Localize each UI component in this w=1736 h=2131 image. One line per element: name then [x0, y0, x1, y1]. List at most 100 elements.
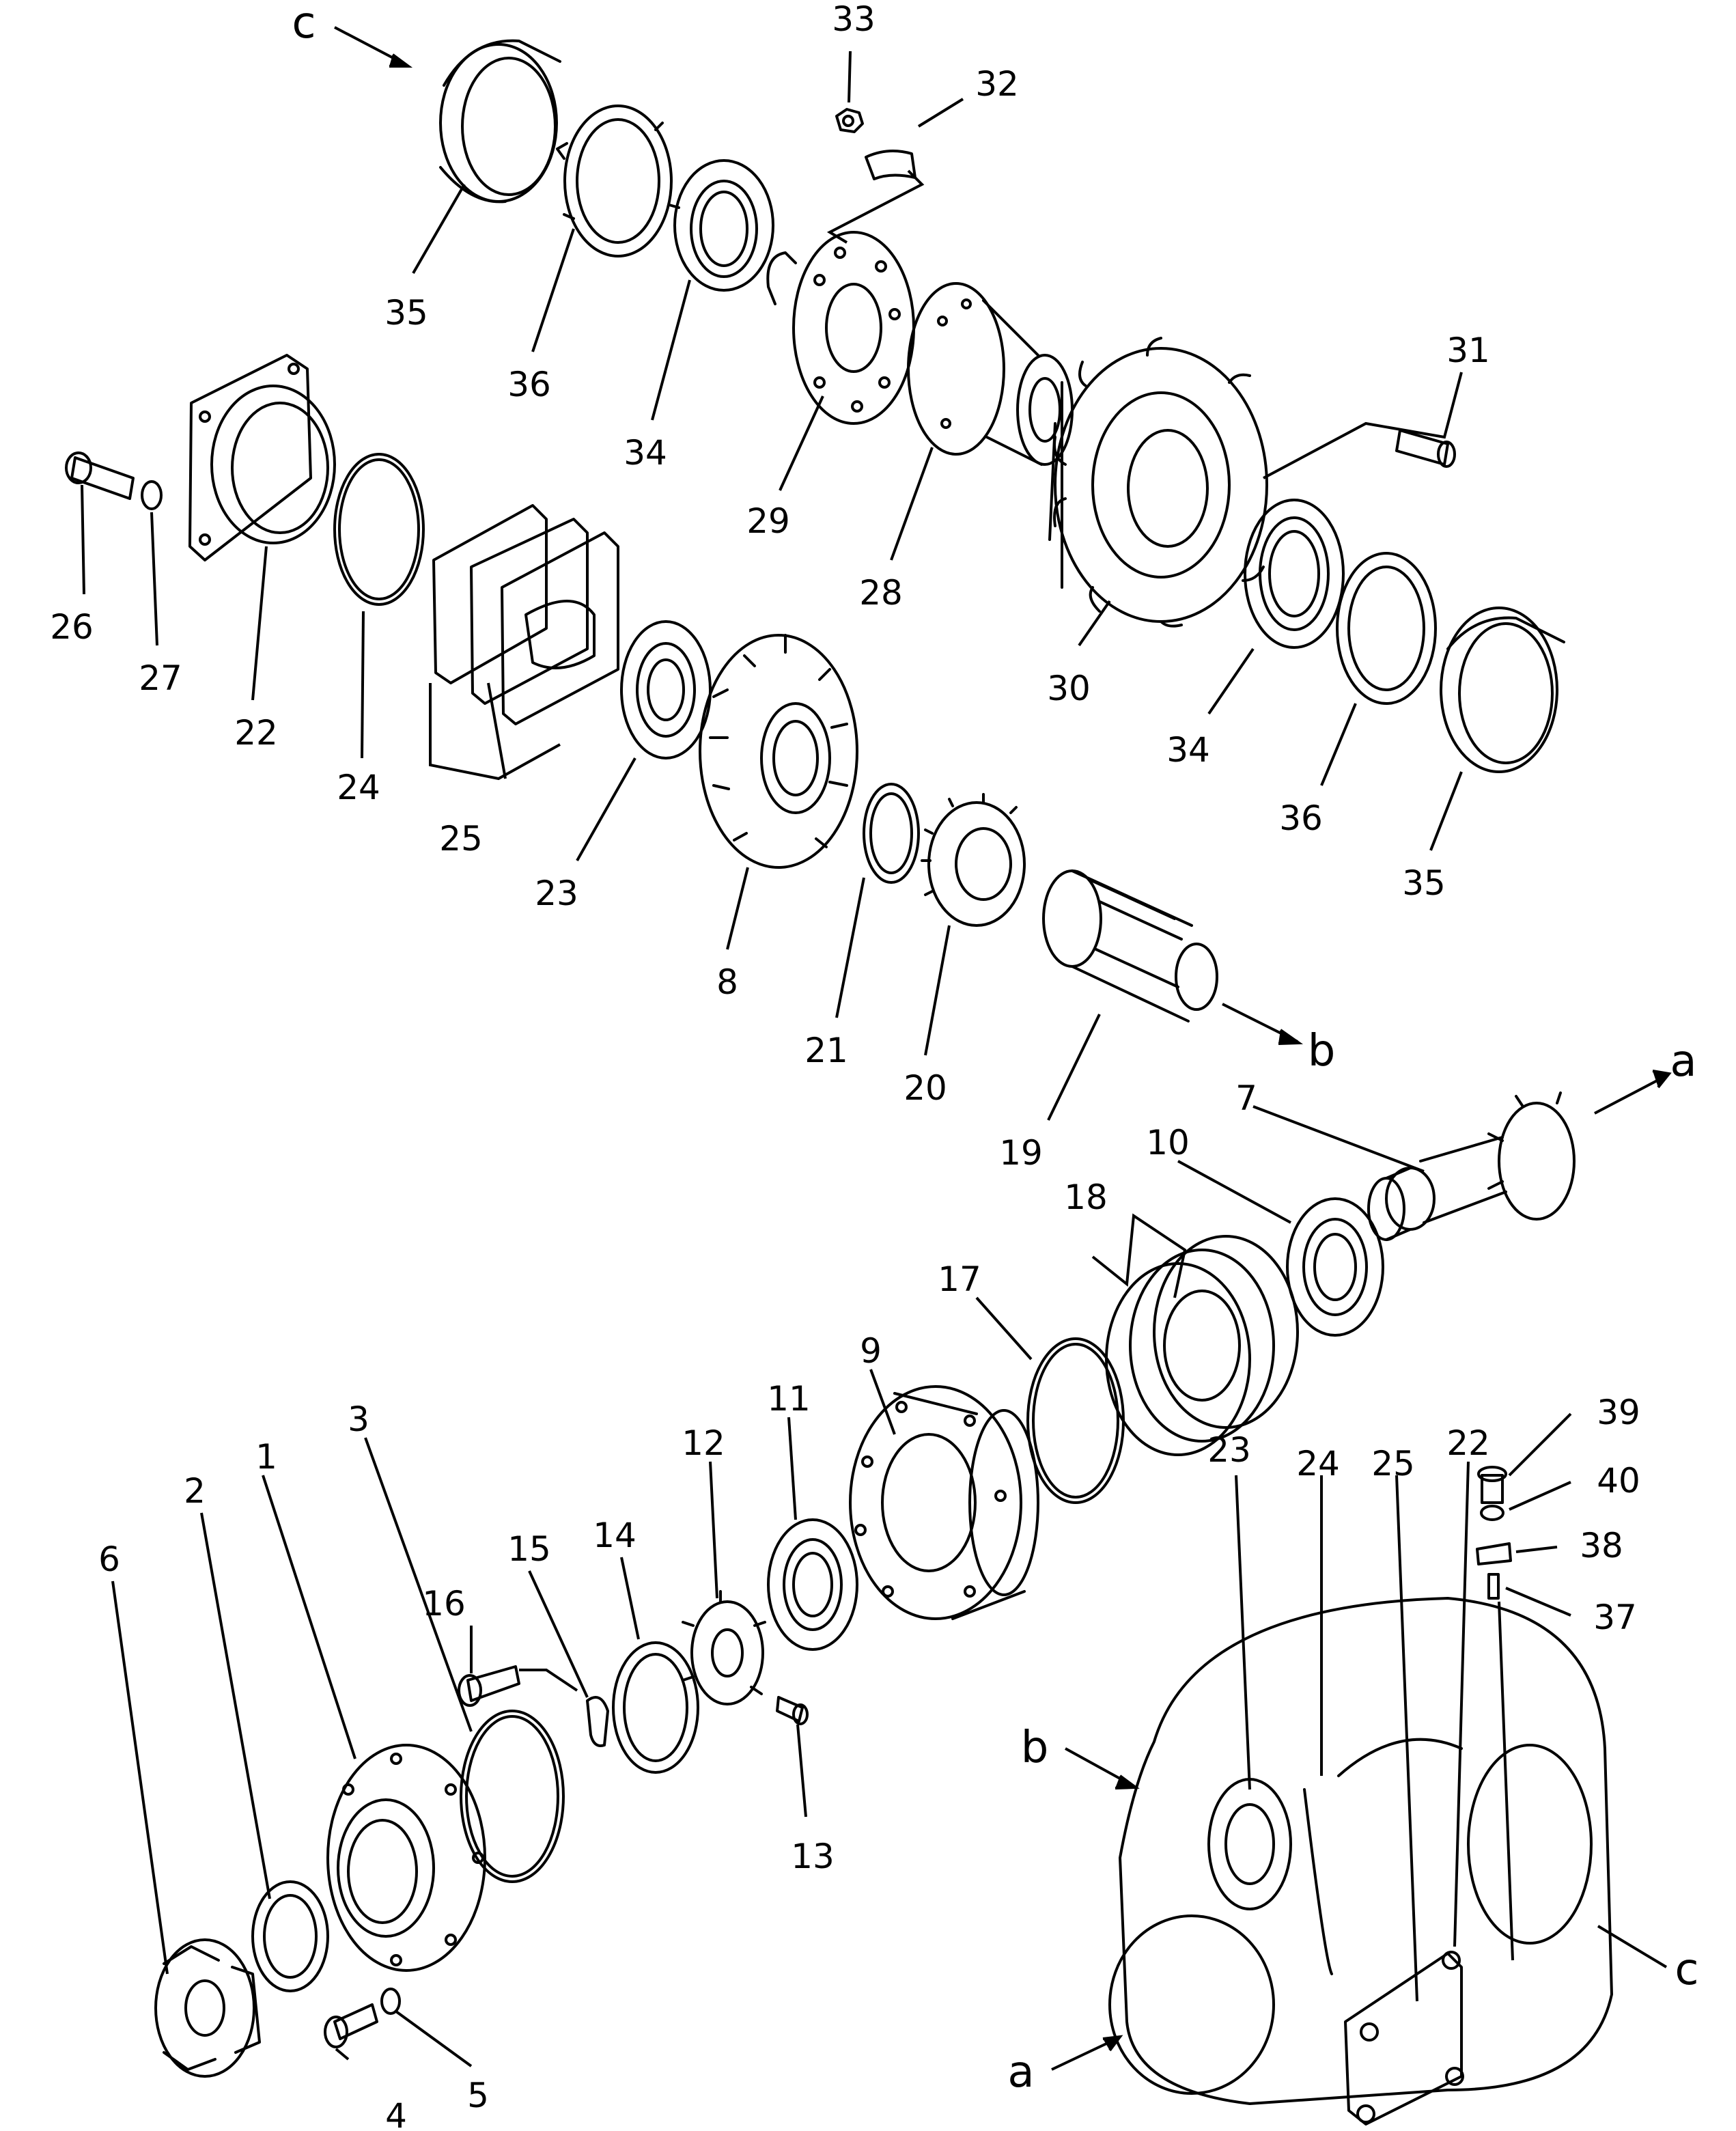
part-31-bolt [1395, 429, 1456, 468]
part-8-bevel-gear [699, 634, 858, 869]
label-24-case: 24 [1296, 1444, 1340, 1484]
reference-arrows [334, 26, 1672, 2071]
transmission-case [1108, 1597, 1613, 2126]
part-33-nut [835, 108, 864, 133]
label-28: 28 [859, 573, 903, 613]
part-39-bolt [1477, 1466, 1507, 1504]
part-17-oring [1026, 1337, 1125, 1504]
label-38: 38 [1580, 1526, 1623, 1565]
label-10: 10 [1146, 1123, 1190, 1162]
part-4-bolt [324, 2003, 378, 2048]
part-3-oring [460, 1710, 565, 1883]
label-21: 21 [804, 1031, 848, 1070]
label-35-top: 35 [384, 293, 428, 333]
reference-letters: c b a b c a [292, 0, 1698, 2098]
part-38-plate [1476, 1542, 1512, 1565]
callout-labels: 33 32 35 36 34 31 29 28 30 34 36 35 26 2… [50, 0, 1640, 2131]
part-25-shims [432, 504, 619, 725]
part-15-plate [586, 1696, 609, 1747]
label-34-top: 34 [624, 433, 667, 473]
part-16-bolt [458, 1665, 520, 1707]
ref-b-case: b [1021, 1723, 1049, 1773]
label-27: 27 [139, 658, 182, 698]
label-18: 18 [1064, 1178, 1108, 1217]
ref-a-case: a [1007, 2047, 1034, 2098]
part-6-coupling [154, 1938, 261, 2078]
part-2-seal [251, 1880, 329, 1992]
label-17: 17 [938, 1259, 981, 1299]
label-39: 39 [1597, 1393, 1640, 1432]
label-32: 32 [975, 64, 1019, 104]
part-23-bearing [620, 620, 712, 760]
part-34-right [1244, 499, 1345, 649]
part-37-pin [1487, 1573, 1500, 1600]
label-14: 14 [593, 1516, 636, 1555]
part-36-right [1336, 552, 1437, 705]
part-20-spline-gear [921, 793, 1026, 927]
label-11: 11 [767, 1379, 811, 1419]
label-34-right: 34 [1166, 730, 1210, 770]
label-16: 16 [422, 1584, 466, 1624]
ref-a-pinion: a [1670, 1036, 1696, 1087]
part-7-pinion [1367, 1091, 1576, 1241]
label-4: 4 [385, 2096, 407, 2131]
label-2: 2 [184, 1471, 206, 1511]
label-40: 40 [1597, 1461, 1640, 1501]
part-27-washer [141, 480, 163, 510]
ref-b-shaft: b [1308, 1026, 1336, 1076]
part-34-top [673, 159, 774, 292]
label-33: 33 [832, 0, 876, 39]
label-19: 19 [999, 1133, 1043, 1173]
label-25: 25 [439, 819, 483, 859]
part-35-top [439, 39, 561, 204]
part-18-shims [1105, 1235, 1299, 1456]
label-5: 5 [467, 2076, 489, 2115]
part-24-oring [333, 453, 425, 606]
label-36-right: 36 [1279, 798, 1323, 838]
leader-lines [81, 51, 1572, 2067]
label-23-case: 23 [1207, 1430, 1251, 1470]
label-35-right: 35 [1402, 863, 1446, 903]
ref-c-case: c [1675, 1945, 1698, 1995]
label-26: 26 [50, 607, 94, 647]
ref-c-top: c [292, 0, 316, 48]
part-19-shaft [1042, 869, 1218, 1022]
part-14-plate [612, 1641, 699, 1774]
part-30-gear [1048, 337, 1268, 628]
part-36-top [556, 105, 680, 257]
label-30: 30 [1047, 669, 1091, 708]
label-29: 29 [746, 501, 790, 541]
part-35-right [1440, 607, 1565, 773]
part-10-bearing [1286, 1197, 1384, 1337]
part-13-screw [776, 1696, 809, 1725]
label-8: 8 [716, 962, 738, 1002]
label-7: 7 [1235, 1078, 1257, 1118]
label-3: 3 [348, 1399, 369, 1439]
label-31: 31 [1446, 331, 1490, 370]
part-11-bearing [767, 1518, 858, 1651]
label-22-case: 22 [1446, 1423, 1490, 1463]
part-9-cage [849, 1385, 1039, 1620]
label-6: 6 [98, 1540, 120, 1579]
part-26-bolt [65, 451, 135, 500]
label-9: 9 [860, 1331, 882, 1371]
part-32-plate [865, 150, 916, 180]
label-23: 23 [535, 874, 578, 913]
label-25-case: 25 [1371, 1444, 1415, 1484]
part-22-housing [188, 354, 336, 561]
part-28-shaft [907, 282, 1074, 466]
part-29-hub [766, 231, 915, 425]
label-12: 12 [682, 1423, 725, 1463]
label-20: 20 [904, 1068, 947, 1108]
part-5-washer [380, 1988, 401, 2015]
part-1-cover [326, 1744, 486, 1972]
label-24: 24 [337, 768, 380, 807]
part-21-washer [863, 783, 920, 884]
label-37: 37 [1593, 1598, 1637, 1637]
label-13: 13 [791, 1837, 835, 1876]
part-12-locknut [682, 1590, 766, 1705]
label-15: 15 [507, 1529, 551, 1569]
part-40-washer [1480, 1505, 1504, 1521]
label-1: 1 [255, 1437, 277, 1477]
